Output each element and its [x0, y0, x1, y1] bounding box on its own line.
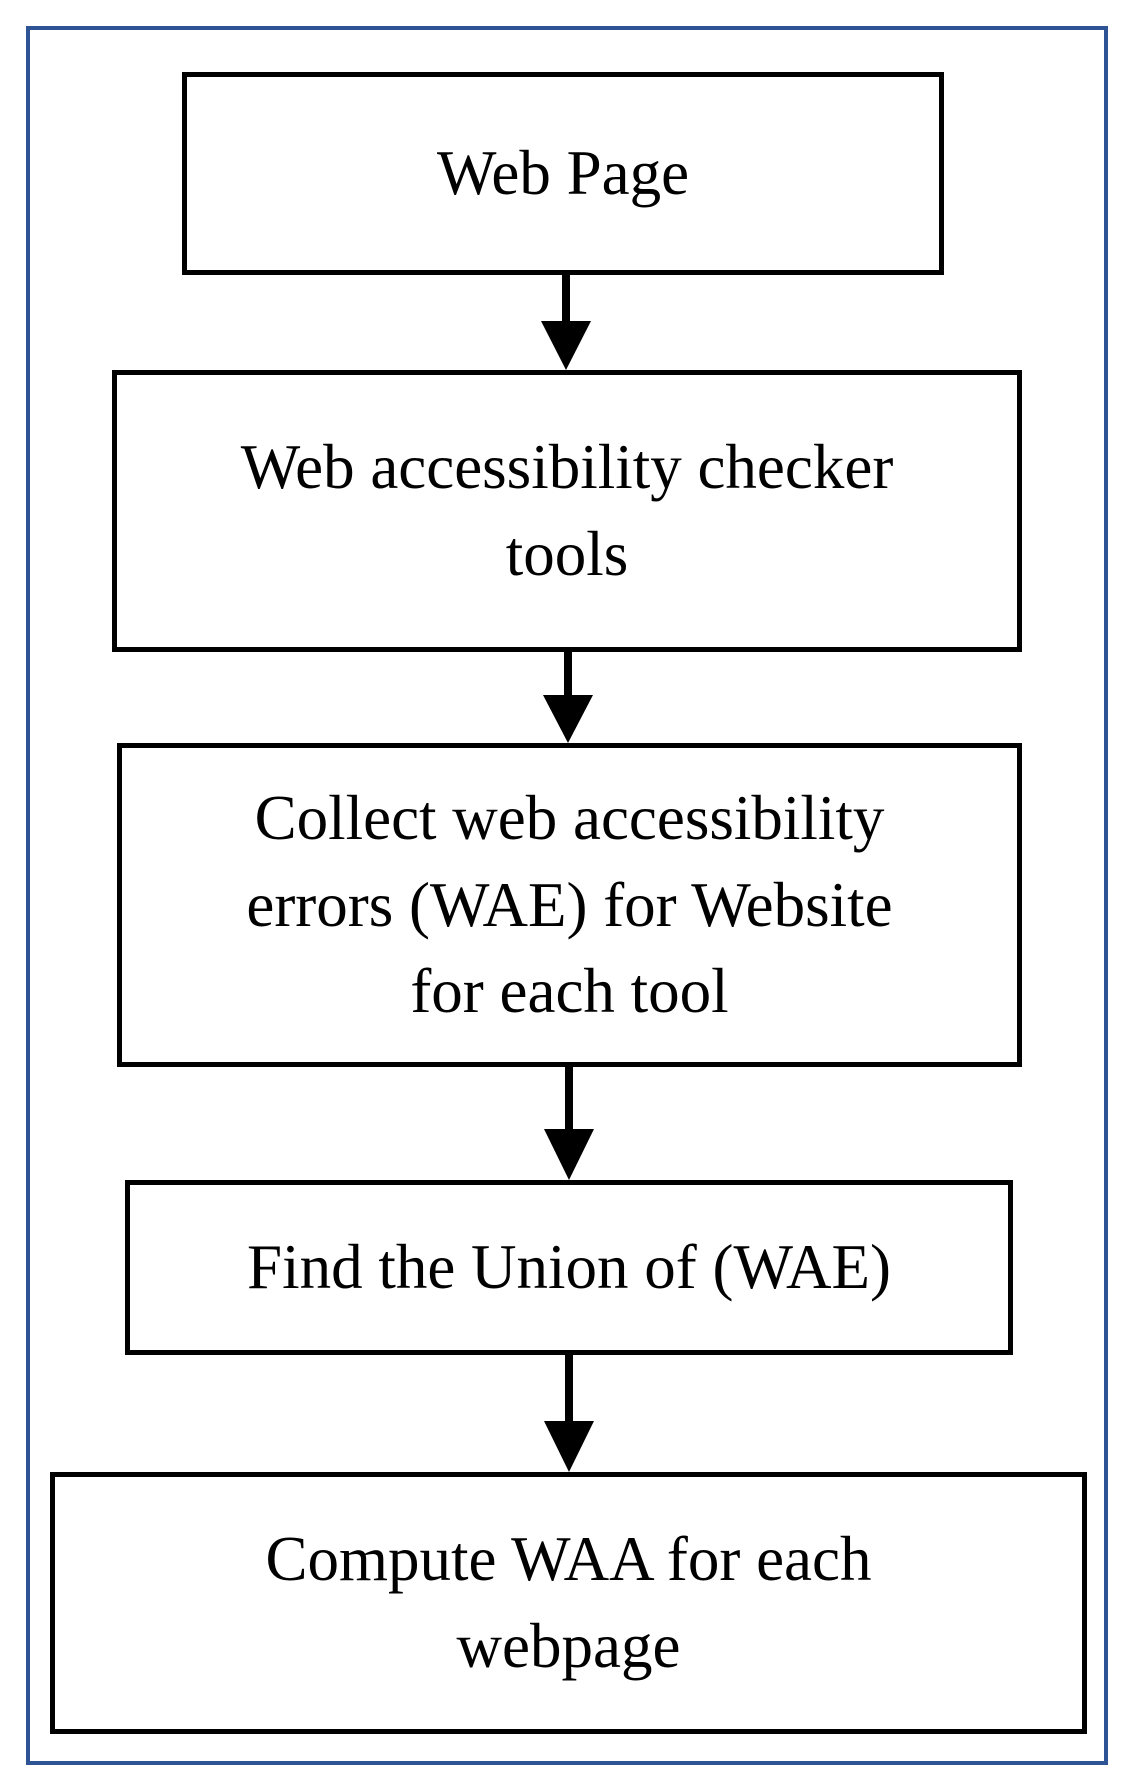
- step-collect-errors: Collect web accessibility errors (WAE) f…: [117, 743, 1022, 1067]
- diagram-frame: [26, 26, 1108, 1765]
- arrow-checker-tools-to-collect-errors: [543, 652, 593, 743]
- step-find-union: Find the Union of (WAE): [125, 1180, 1013, 1355]
- arrow-collect-errors-to-union: [544, 1067, 594, 1180]
- step-checker-tools-line-1: Web accessibility checker: [240, 432, 894, 503]
- step-collect-errors-line-3: for each tool: [410, 956, 729, 1027]
- step-find-union-line-1: Find the Union of (WAE): [247, 1232, 891, 1303]
- step-checker-tools-line-2: tools: [505, 519, 629, 589]
- step-collect-errors-line-2: errors (WAE) for Website: [246, 869, 893, 940]
- arrow-union-to-compute-waa: [544, 1355, 594, 1472]
- step-compute-waa-line-1: Compute WAA for each: [265, 1524, 872, 1595]
- step-collect-errors-line-1: Collect web accessibility: [254, 782, 885, 853]
- step-compute-waa-line-2: webpage: [456, 1611, 681, 1681]
- arrow-web-page-to-checker-tools: [541, 275, 591, 370]
- step-web-page: Web Page: [182, 72, 944, 275]
- step-web-page-line-1: Web Page: [436, 138, 690, 209]
- step-checker-tools: Web accessibility checker tools: [112, 370, 1022, 652]
- step-compute-waa: Compute WAA for each webpage: [50, 1472, 1087, 1734]
